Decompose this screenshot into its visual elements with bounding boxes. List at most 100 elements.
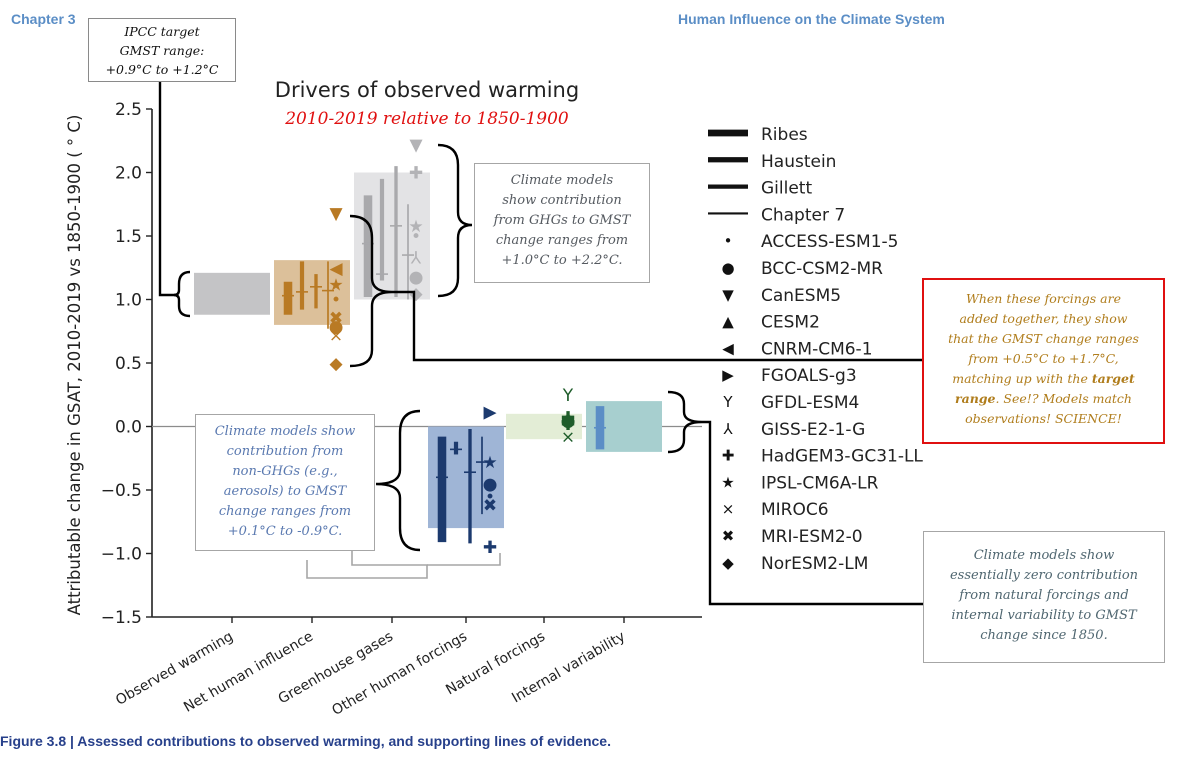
natural-models-callout: Climate models show essentially zero con… xyxy=(923,531,1165,663)
model-marker-access-esm1-5: • xyxy=(411,227,421,247)
chapter-header: Chapter 3 xyxy=(11,11,76,27)
legend-label: NorESM2-LM xyxy=(761,554,868,574)
forcings-sum-callout: When these forcings are added together, t… xyxy=(922,278,1165,444)
chart-title: Drivers of observed warming xyxy=(275,78,579,102)
model-marker-bcc-csm2-mr: ● xyxy=(409,268,424,288)
y-tick-label: −0.5 xyxy=(101,481,142,501)
y-tick-label: 0.0 xyxy=(115,418,142,438)
forcings-sum-line: from +0.5°C to +1.7°C, xyxy=(924,349,1163,369)
non-ghg-callout-line: aerosols) to GMST xyxy=(223,484,347,499)
ghg-callout-line: from GHGs to GMST xyxy=(493,213,631,228)
legend-marker-icon: ◆ xyxy=(722,554,734,572)
y-axis-label: Attributable change in GSAT, 2010-2019 v… xyxy=(65,115,84,616)
legend-marker-icon: ✚ xyxy=(722,447,735,465)
model-marker-hadgem3-gc31-ll: ✚ xyxy=(561,415,575,435)
callout-text: added together, they show xyxy=(959,311,1128,326)
natural-callout-line: change since 1850. xyxy=(980,628,1108,643)
model-marker-cnrm-cm6-1: ◀ xyxy=(329,259,343,279)
non-ghg-callout-line: Climate models show xyxy=(214,424,356,439)
y-tick-label: 0.5 xyxy=(115,354,142,374)
ipcc-target-line: +0.9°C to +1.2°C xyxy=(105,62,219,77)
model-marker-ipsl-cm6a-lr: ★ xyxy=(482,453,497,473)
y-tick-label: −1.5 xyxy=(101,608,142,628)
legend-label: GISS-E2-1-G xyxy=(761,420,865,440)
forcings-sum-line: observations! SCIENCE! xyxy=(924,409,1163,429)
model-marker-access-esm1-5: • xyxy=(331,291,341,311)
model-marker-ipsl-cm6a-lr: ★ xyxy=(408,217,423,237)
brace-non-ghg xyxy=(375,409,421,552)
legend-label: Gillett xyxy=(761,179,812,199)
legend-label: GFDL-ESM4 xyxy=(761,393,859,413)
model-marker-mri-esm2-0: ✖ xyxy=(329,308,343,328)
callout-text: . See!? Models match xyxy=(995,391,1132,406)
emphasis-text: range xyxy=(955,391,996,406)
model-marker-noresm2-lm: ◆ xyxy=(329,354,343,374)
forcings-sum-line: matching up with the target xyxy=(924,369,1163,389)
connector-ipcc-target xyxy=(158,82,178,297)
model-marker-mri-esm2-0: ✖ xyxy=(483,496,497,516)
ghg-callout-line: Climate models xyxy=(510,173,614,188)
legend-label: Chapter 7 xyxy=(761,205,845,225)
legend-marker-icon: ▶ xyxy=(722,366,734,384)
natural-callout-line: internal variability to GMST xyxy=(951,608,1137,623)
model-marker-ipsl-cm6a-lr: ★ xyxy=(328,275,343,295)
ipcc-target-callout: IPCC target GMST range: +0.9°C to +1.2°C xyxy=(88,18,236,82)
legend-label: CNRM-CM6-1 xyxy=(761,339,873,359)
legend-marker-icon: ✖ xyxy=(722,527,735,545)
legend-label: Ribes xyxy=(761,125,808,145)
model-marker-gfdl-esm4: Y xyxy=(562,386,574,406)
natural-callout-line: from natural forcings and xyxy=(959,588,1129,603)
ipcc-target-line: IPCC target xyxy=(124,24,200,39)
natural-callout-line: essentially zero contribution xyxy=(949,568,1139,583)
model-marker-access-esm1-5: • xyxy=(485,487,495,507)
brace-observed xyxy=(173,270,191,318)
non-ghg-callout-line: +0.1°C to -0.9°C. xyxy=(227,524,343,539)
y-tick-label: 1.0 xyxy=(115,291,142,311)
natural-callout-line: Climate models show xyxy=(973,548,1115,563)
forcings-sum-line: added together, they show xyxy=(924,309,1163,329)
legend-marker-icon: ★ xyxy=(721,473,734,491)
non-ghg-callout-line: change ranges from xyxy=(218,504,352,519)
y-tick-label: 2.0 xyxy=(115,164,142,184)
legend-marker-icon: ▼ xyxy=(722,286,734,304)
legend-label: IPSL-CM6A-LR xyxy=(761,473,879,493)
ghg-callout-line: show contribution xyxy=(502,193,622,208)
forcings-sum-line: that the GMST change ranges xyxy=(924,329,1163,349)
callout-text: from +0.5°C to +1.7°C, xyxy=(968,351,1119,366)
model-marker-noresm2-lm: ◆ xyxy=(409,284,423,304)
model-marker-bcc-csm2-mr: ● xyxy=(483,475,498,495)
legend-marker-icon: ◀ xyxy=(722,339,734,357)
legend-label: Haustein xyxy=(761,152,836,172)
model-marker-hadgem3-gc31-ll: ✚ xyxy=(561,412,575,432)
non-ghg-callout-line: non-GHGs (e.g., xyxy=(232,464,338,479)
model-marker-miroc6: × xyxy=(561,428,575,448)
legend-marker-icon: ▲ xyxy=(722,313,734,331)
model-marker-hadgem3-gc31-ll: ✚ xyxy=(483,538,497,558)
connector-natural xyxy=(702,420,924,606)
model-marker-fgoals-g3: ▶ xyxy=(483,402,497,422)
assessed-range-bar xyxy=(194,272,270,315)
ipcc-target-line: GMST range: xyxy=(119,43,205,58)
y-tick-label: 1.5 xyxy=(115,227,142,247)
model-marker-bcc-csm2-mr: ● xyxy=(561,411,576,431)
model-marker-canesm5: ▼ xyxy=(329,204,343,224)
non-ghg-models-callout: Climate models show contribution from no… xyxy=(195,414,375,551)
callout-text: observations! SCIENCE! xyxy=(965,411,1122,426)
legend-marker-icon: ⅄ xyxy=(722,420,733,438)
emphasis-text: target xyxy=(1091,371,1135,386)
model-marker-miroc6: × xyxy=(329,326,343,346)
connector-sum xyxy=(392,290,924,362)
model-marker-hadgem3-gc31-ll: ✚ xyxy=(561,409,575,429)
legend-label: CanESM5 xyxy=(761,286,841,306)
callout-text: that the GMST change ranges xyxy=(948,331,1139,346)
legend-label: ACCESS-ESM1-5 xyxy=(761,232,899,252)
legend-label: FGOALS-g3 xyxy=(761,366,857,386)
forcings-sum-line: When these forcings are xyxy=(924,289,1163,309)
assessed-range-bar xyxy=(506,413,582,440)
legend-marker-icon: ● xyxy=(721,259,734,277)
figure-caption: Figure 3.8 | Assessed contributions to o… xyxy=(0,733,611,749)
legend-marker-icon: • xyxy=(724,232,733,250)
callout-text: When these forcings are xyxy=(966,291,1121,306)
